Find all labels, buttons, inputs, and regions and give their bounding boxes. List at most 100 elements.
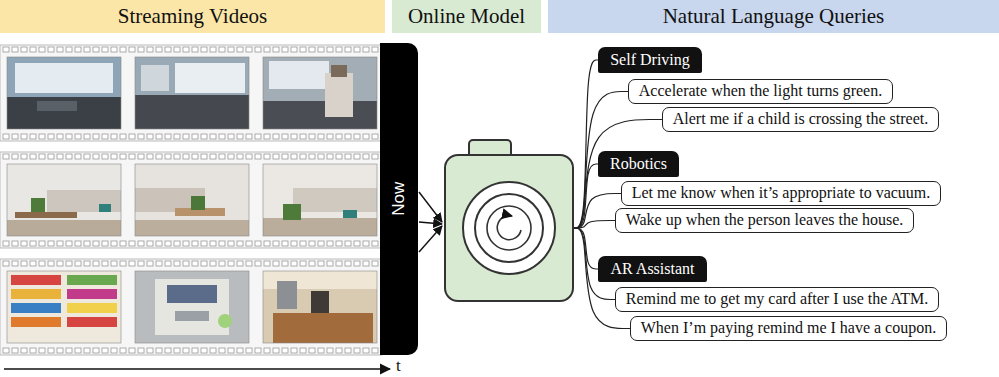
- frame-shape: [67, 289, 117, 299]
- sprocket-hole: [354, 261, 360, 266]
- header-text: Online Model: [408, 4, 525, 28]
- camera-lens-outer: [463, 182, 555, 274]
- sprocket-hole: [165, 348, 171, 353]
- sprocket-hole: [39, 261, 45, 266]
- sprocket-hole: [93, 241, 99, 246]
- sprocket-hole: [237, 261, 243, 266]
- sprocket-hole: [210, 154, 216, 159]
- sprocket-hole: [228, 154, 234, 159]
- sprocket-hole: [138, 261, 144, 266]
- frame-shape: [283, 204, 301, 220]
- sprocket-hole: [84, 154, 90, 159]
- sprocket-hole: [255, 261, 261, 266]
- sprocket-hole: [39, 134, 45, 139]
- sprocket-row: [3, 348, 378, 353]
- frame-shape: [67, 275, 117, 285]
- sprocket-hole: [183, 348, 189, 353]
- sprocket-hole: [21, 47, 27, 52]
- sprocket-hole: [237, 241, 243, 246]
- frame-shape: [331, 65, 347, 77]
- frame-border: [135, 271, 249, 343]
- sprocket-hole: [57, 348, 63, 353]
- sprocket-hole: [273, 348, 279, 353]
- sprocket-hole: [228, 261, 234, 266]
- sprocket-hole: [3, 348, 9, 353]
- sprocket-hole: [201, 241, 207, 246]
- frame-shape: [135, 95, 249, 129]
- sprocket-hole: [363, 241, 369, 246]
- sprocket-hole: [228, 348, 234, 353]
- sprocket-hole: [66, 241, 72, 246]
- video-frame: [7, 57, 121, 129]
- sprocket-hole: [174, 134, 180, 139]
- sprocket-hole: [66, 154, 72, 159]
- sprocket-hole: [183, 134, 189, 139]
- sprocket-hole: [282, 241, 288, 246]
- sprocket-hole: [120, 348, 126, 353]
- query-box: Wake up when the person leaves the house…: [615, 208, 914, 233]
- sprocket-hole: [48, 47, 54, 52]
- sprocket-hole: [219, 241, 225, 246]
- sprocket-hole: [264, 154, 270, 159]
- sprocket-row: [3, 134, 378, 139]
- sprocket-hole: [345, 261, 351, 266]
- query-box: When I’m paying remind me I have a coupo…: [630, 316, 947, 341]
- sprocket-hole: [129, 261, 135, 266]
- frame-shape: [135, 271, 249, 343]
- sprocket-hole: [75, 154, 81, 159]
- frame-border: [7, 57, 121, 129]
- sprocket-hole: [219, 154, 225, 159]
- sprocket-hole: [300, 348, 306, 353]
- frame-shape: [175, 311, 209, 321]
- sprocket-hole: [264, 261, 270, 266]
- sprocket-hole: [165, 154, 171, 159]
- frame-border: [263, 57, 377, 129]
- sprocket-hole: [345, 348, 351, 353]
- sprocket-hole: [147, 261, 153, 266]
- sprocket-hole: [201, 348, 207, 353]
- sprocket-hole: [102, 241, 108, 246]
- sprocket-hole: [120, 134, 126, 139]
- sprocket-hole: [273, 47, 279, 52]
- frame-shape: [11, 275, 61, 285]
- sprocket-row: [3, 261, 378, 266]
- query-link: [574, 194, 621, 229]
- sprocket-hole: [228, 241, 234, 246]
- sprocket-hole: [165, 134, 171, 139]
- sprocket-hole: [174, 154, 180, 159]
- sprocket-hole: [273, 154, 279, 159]
- sprocket-hole: [174, 47, 180, 52]
- sprocket-hole: [111, 134, 117, 139]
- header-band: Streaming Videos: [0, 0, 385, 33]
- sprocket-hole: [372, 134, 378, 139]
- video-frame: [135, 271, 249, 343]
- axis-label: t: [396, 356, 401, 376]
- sprocket-hole: [183, 241, 189, 246]
- sprocket-hole: [318, 261, 324, 266]
- sprocket-hole: [138, 134, 144, 139]
- sprocket-hole: [84, 134, 90, 139]
- frame-border: [135, 164, 249, 236]
- sprocket-hole: [210, 348, 216, 353]
- sprocket-hole: [12, 134, 18, 139]
- sprocket-hole: [264, 134, 270, 139]
- sprocket-hole: [12, 348, 18, 353]
- sprocket-hole: [300, 134, 306, 139]
- sprocket-hole: [291, 154, 297, 159]
- frame-shape: [67, 303, 117, 313]
- sprocket-hole: [147, 348, 153, 353]
- frame-shape: [135, 57, 249, 129]
- sprocket-hole: [336, 154, 342, 159]
- sprocket-hole: [183, 154, 189, 159]
- feed-arrow: [419, 222, 442, 224]
- sprocket-hole: [291, 134, 297, 139]
- sprocket-hole: [246, 348, 252, 353]
- sprocket-hole: [21, 348, 27, 353]
- sprocket-hole: [48, 134, 54, 139]
- sprocket-hole: [291, 261, 297, 266]
- sprocket-hole: [363, 47, 369, 52]
- sprocket-hole: [354, 47, 360, 52]
- sprocket-hole: [345, 134, 351, 139]
- category-tag: Self Driving: [598, 47, 702, 73]
- sprocket-hole: [246, 154, 252, 159]
